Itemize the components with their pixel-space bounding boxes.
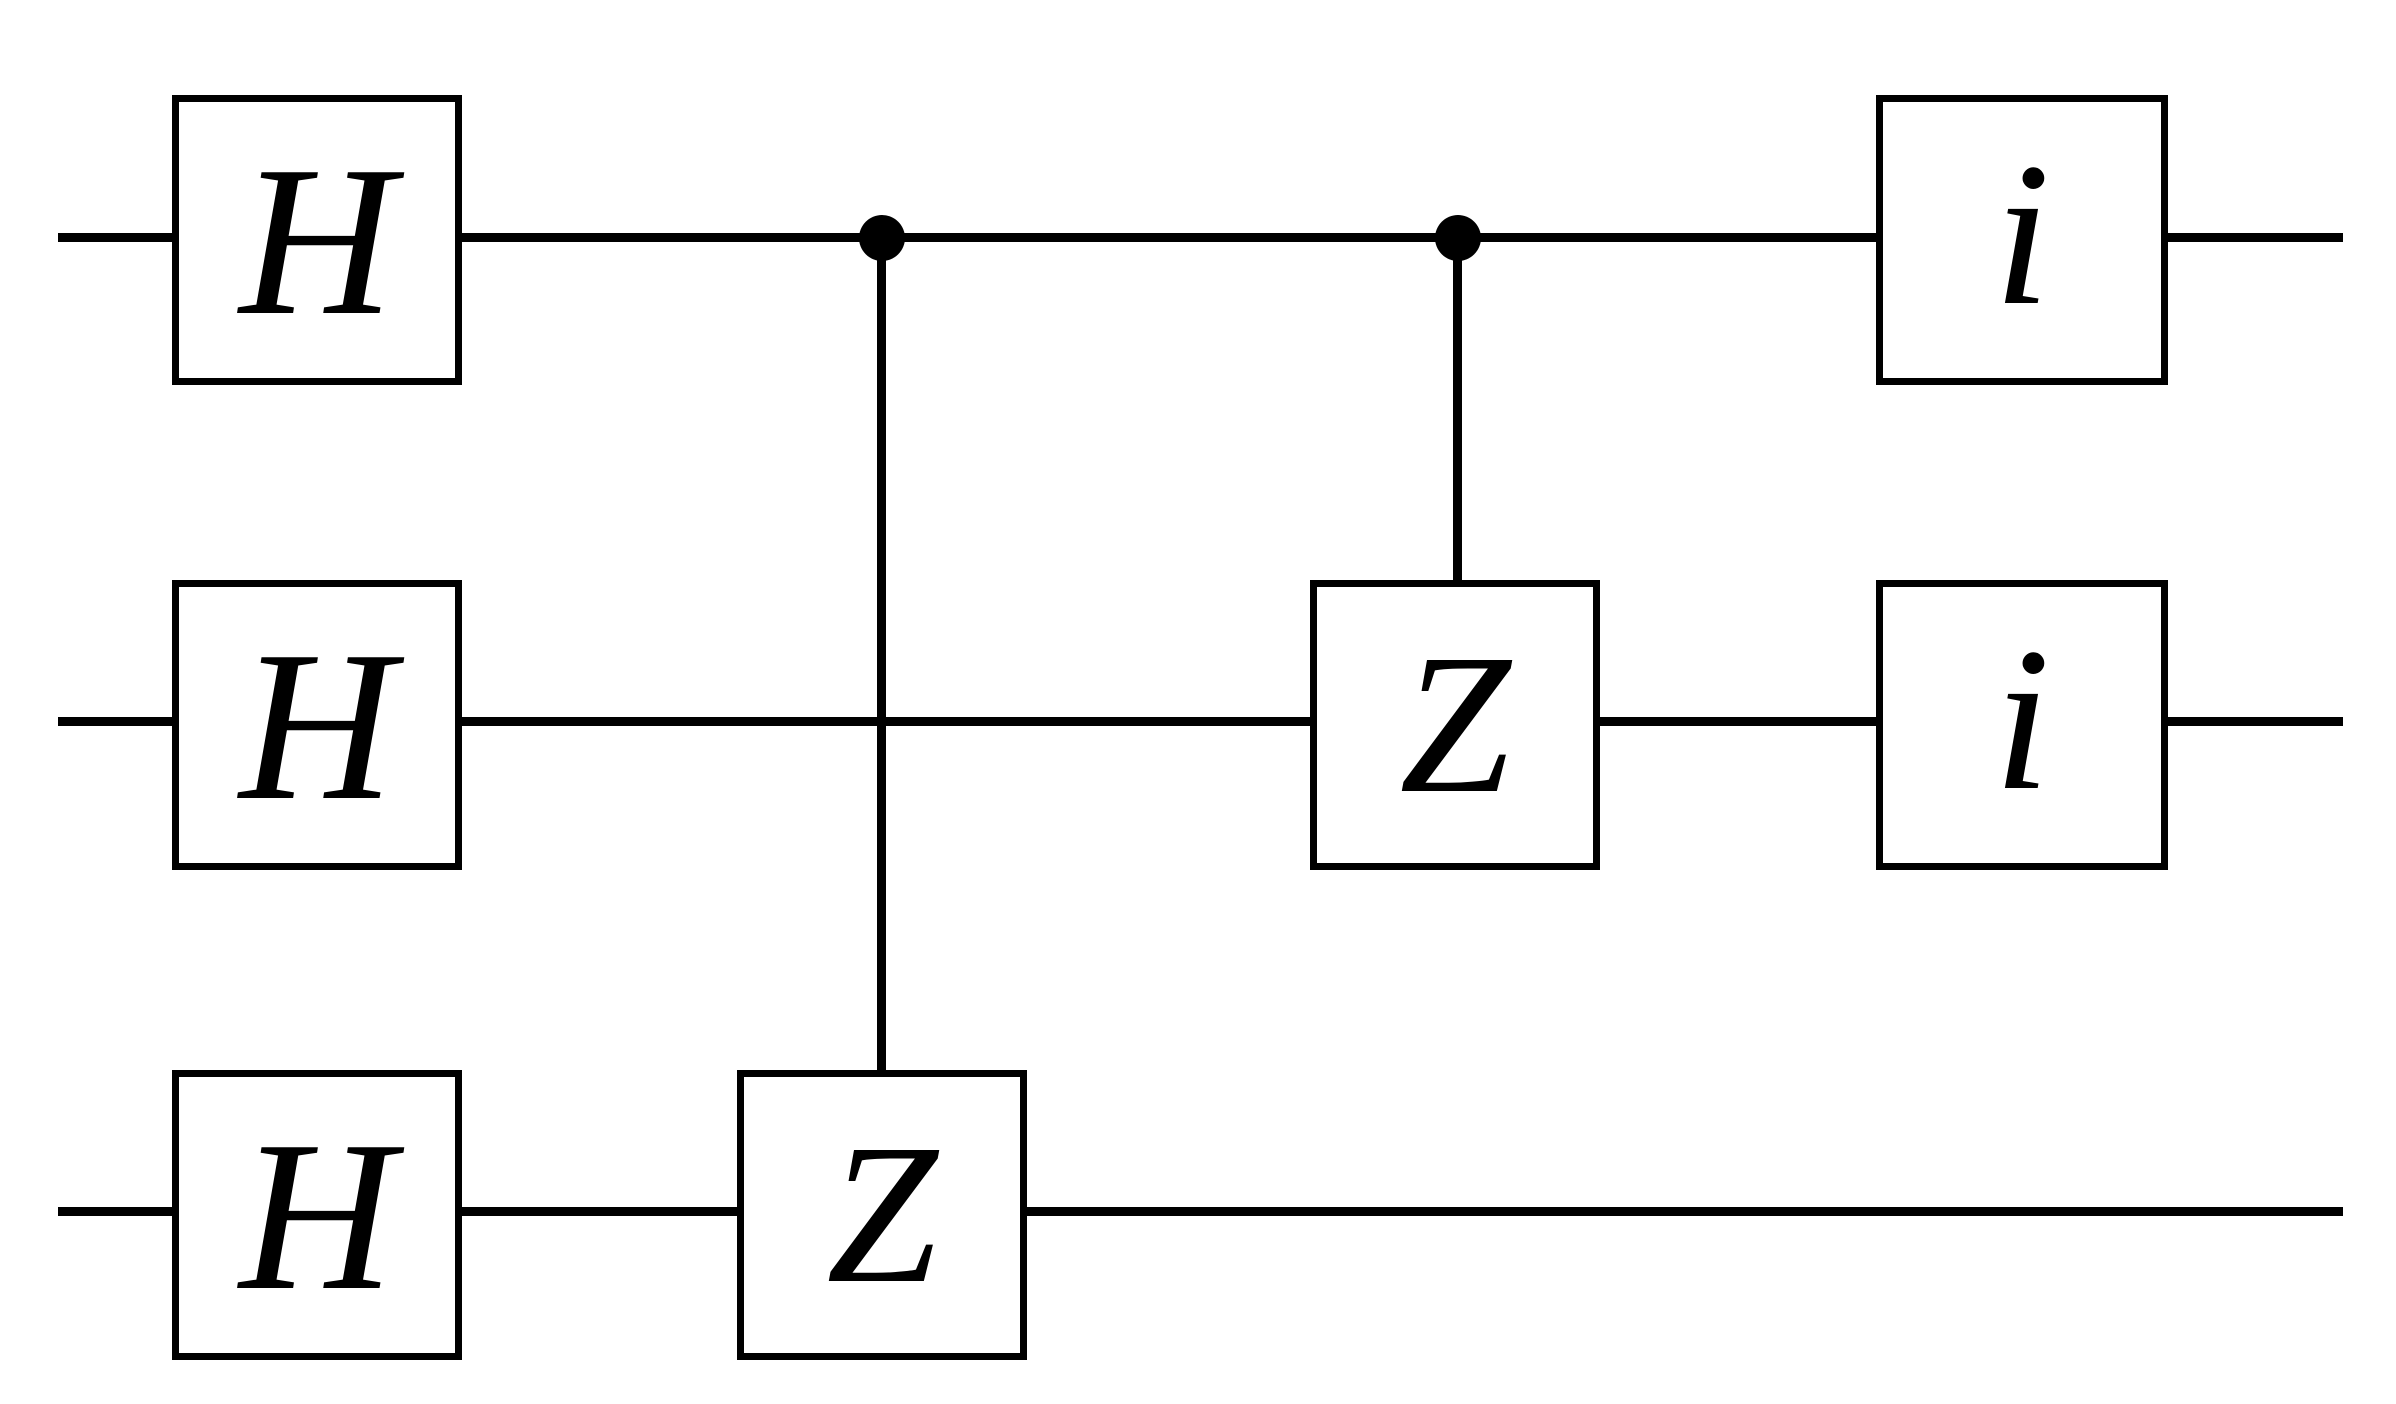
qubit-wire-1-segment-0 <box>58 717 172 726</box>
qubit-wire-0-segment-0 <box>58 233 172 242</box>
qubit-wire-2-segment-2 <box>1027 1207 2343 1216</box>
qubit-wire-2-segment-0 <box>58 1207 172 1216</box>
phase-i-gate-qubit-1[interactable]: i <box>1876 580 2168 870</box>
qubit-wire-0-segment-2 <box>2168 233 2343 242</box>
z-gate-qubit-1[interactable]: Z <box>1310 580 1600 870</box>
qubit-wire-1-segment-2 <box>1600 717 1876 726</box>
phase-i-gate-qubit-1-label: i <box>1993 605 2051 833</box>
z-gate-qubit-2-label: Z <box>826 1104 938 1325</box>
control-line-controlled-z-qubit0-to-qubit1 <box>1453 238 1462 580</box>
hadamard-gate-qubit-1[interactable]: H <box>172 580 462 870</box>
qubit-wire-0-segment-1 <box>462 233 1876 242</box>
control-dot-controlled-z-qubit0-to-qubit1[interactable] <box>1435 215 1481 261</box>
hadamard-gate-qubit-1-label: H <box>239 605 395 845</box>
qubit-wire-2-segment-1 <box>462 1207 737 1216</box>
qubit-wire-1-segment-1 <box>462 717 1310 726</box>
hadamard-gate-qubit-0-label: H <box>239 120 395 360</box>
hadamard-gate-qubit-2[interactable]: H <box>172 1070 462 1360</box>
hadamard-gate-qubit-0[interactable]: H <box>172 95 462 385</box>
hadamard-gate-qubit-2-label: H <box>239 1095 395 1335</box>
control-line-controlled-z-qubit0-to-qubit2 <box>877 238 886 1070</box>
phase-i-gate-qubit-0[interactable]: i <box>1876 95 2168 385</box>
z-gate-qubit-2[interactable]: Z <box>737 1070 1027 1360</box>
qubit-wire-1-segment-3 <box>2168 717 2343 726</box>
phase-i-gate-qubit-0-label: i <box>1993 120 2051 348</box>
control-dot-controlled-z-qubit0-to-qubit2[interactable] <box>859 215 905 261</box>
z-gate-qubit-1-label: Z <box>1399 614 1511 835</box>
